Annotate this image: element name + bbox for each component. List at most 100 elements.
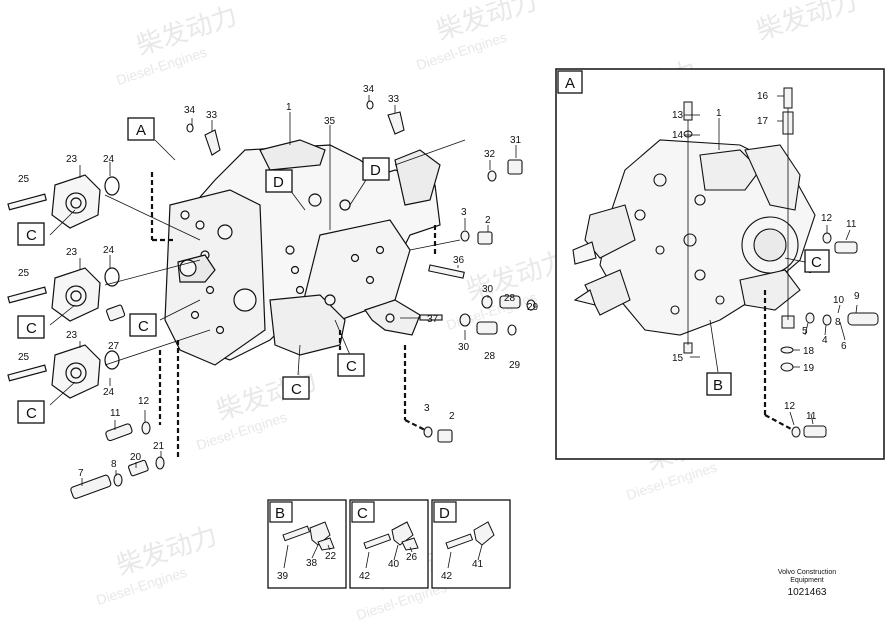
callout-box-a (557, 70, 583, 94)
part-number: 6 (841, 341, 847, 352)
part-number: 31 (510, 135, 522, 146)
part-number: 25 (18, 268, 30, 279)
part-number: 22 (325, 551, 337, 562)
flange-middle (7, 267, 120, 322)
detail-c-panel: C 42 40 26 (349, 499, 429, 589)
part-number: 30 (458, 342, 470, 353)
callout-letter: B (275, 505, 285, 522)
footer-company-line2: Equipment (790, 577, 824, 584)
footer: Volvo Construction Equipment 1021463 (778, 569, 836, 598)
callout-box-b (706, 372, 732, 396)
part-number: 24 (103, 387, 115, 398)
flange-bottom (7, 344, 120, 399)
part-number: 14 (672, 130, 684, 141)
part-number: 25 (18, 352, 30, 363)
part-number: 42 (441, 571, 453, 582)
callout-box-c (282, 376, 310, 400)
part-number: 1 (286, 102, 292, 113)
part-number: 24 (103, 245, 115, 256)
part-number: 12 (138, 396, 150, 407)
callout-box-c (351, 501, 375, 523)
part-number: 41 (472, 559, 484, 570)
part-number: 5 (802, 326, 808, 337)
detail-d-panel: D 42 41 (431, 499, 511, 589)
part-number: 42 (359, 571, 371, 582)
part-number: 1 (716, 108, 722, 119)
part-number: 11 (806, 411, 817, 422)
loose-fittings (70, 100, 536, 499)
leader-lines (49, 95, 517, 486)
callout-letter: A (136, 122, 146, 139)
flange-group (7, 174, 120, 399)
part-number: 23 (66, 154, 78, 165)
part-number: 37 (427, 314, 439, 325)
callout-box-c (129, 313, 157, 337)
part-number: 35 (324, 116, 336, 127)
part-number: 33 (206, 110, 218, 121)
callout-box-c (17, 222, 45, 246)
part-number: 40 (388, 559, 400, 570)
flange-top (7, 174, 120, 229)
part-number: 17 (757, 116, 769, 127)
detail-a-valve (572, 139, 816, 336)
callout-letter: B (713, 377, 723, 394)
detail-a-panel: A (555, 68, 885, 460)
callout-letter: D (273, 174, 284, 191)
callout-letter: C (138, 318, 149, 335)
part-number: 15 (672, 353, 684, 364)
part-number: 25 (18, 174, 30, 185)
part-number: 10 (833, 295, 845, 306)
detail-b-panel: B 39 38 22 (267, 499, 347, 589)
callout-letter: C (291, 381, 302, 398)
callout-box-b (269, 501, 293, 523)
part-number: 3 (424, 403, 430, 414)
part-number: 29 (527, 302, 539, 313)
part-number: 13 (672, 110, 684, 121)
part-number: 2 (449, 411, 455, 422)
callout-letter: A (565, 75, 575, 92)
part-number: 21 (153, 441, 165, 452)
part-number: 36 (453, 255, 465, 266)
callout-letter: C (26, 320, 37, 337)
part-number: 23 (66, 330, 78, 341)
part-number: 26 (406, 552, 418, 563)
part-number: 3 (461, 207, 467, 218)
part-number: 19 (803, 363, 815, 374)
part-number: 32 (484, 149, 496, 160)
part-number: 24 (103, 154, 115, 165)
part-numbers-main: 1 35 34 33 34 33 32 31 3 2 36 37 30 28 2… (18, 84, 539, 479)
part-number: 8 (835, 317, 841, 328)
callout-box-c (337, 353, 365, 377)
part-number: 18 (803, 346, 815, 357)
part-number: 28 (484, 351, 496, 362)
part-number: 16 (757, 91, 769, 102)
callout-box-a (127, 117, 155, 141)
callout-letter: C (26, 405, 37, 422)
part-number: 27 (108, 341, 120, 352)
part-number: 29 (509, 360, 521, 371)
part-number: 38 (306, 558, 318, 569)
watermark-cn: 柴发动力 (753, 0, 861, 46)
dashed-connectors (150, 172, 437, 460)
callout-letter: C (357, 505, 368, 522)
callout-box-d (265, 169, 293, 193)
callout-box-c (17, 315, 45, 339)
part-number: 8 (111, 459, 117, 470)
callout-box-d (433, 501, 457, 523)
part-number: 9 (854, 291, 860, 302)
callout-letter: C (26, 227, 37, 244)
part-number: 39 (277, 571, 289, 582)
part-number: 28 (504, 293, 516, 304)
callout-box-c (17, 400, 45, 424)
part-number: 30 (482, 284, 494, 295)
callout-letter: C (346, 358, 357, 375)
footer-company-line1: Volvo Construction (778, 569, 836, 576)
part-number: 12 (821, 213, 833, 224)
callout-boxes-main (17, 117, 390, 424)
part-number: 34 (184, 105, 196, 116)
part-number: 11 (110, 408, 121, 419)
footer-drawing-code: 1021463 (788, 587, 827, 598)
part-number: 33 (388, 94, 400, 105)
